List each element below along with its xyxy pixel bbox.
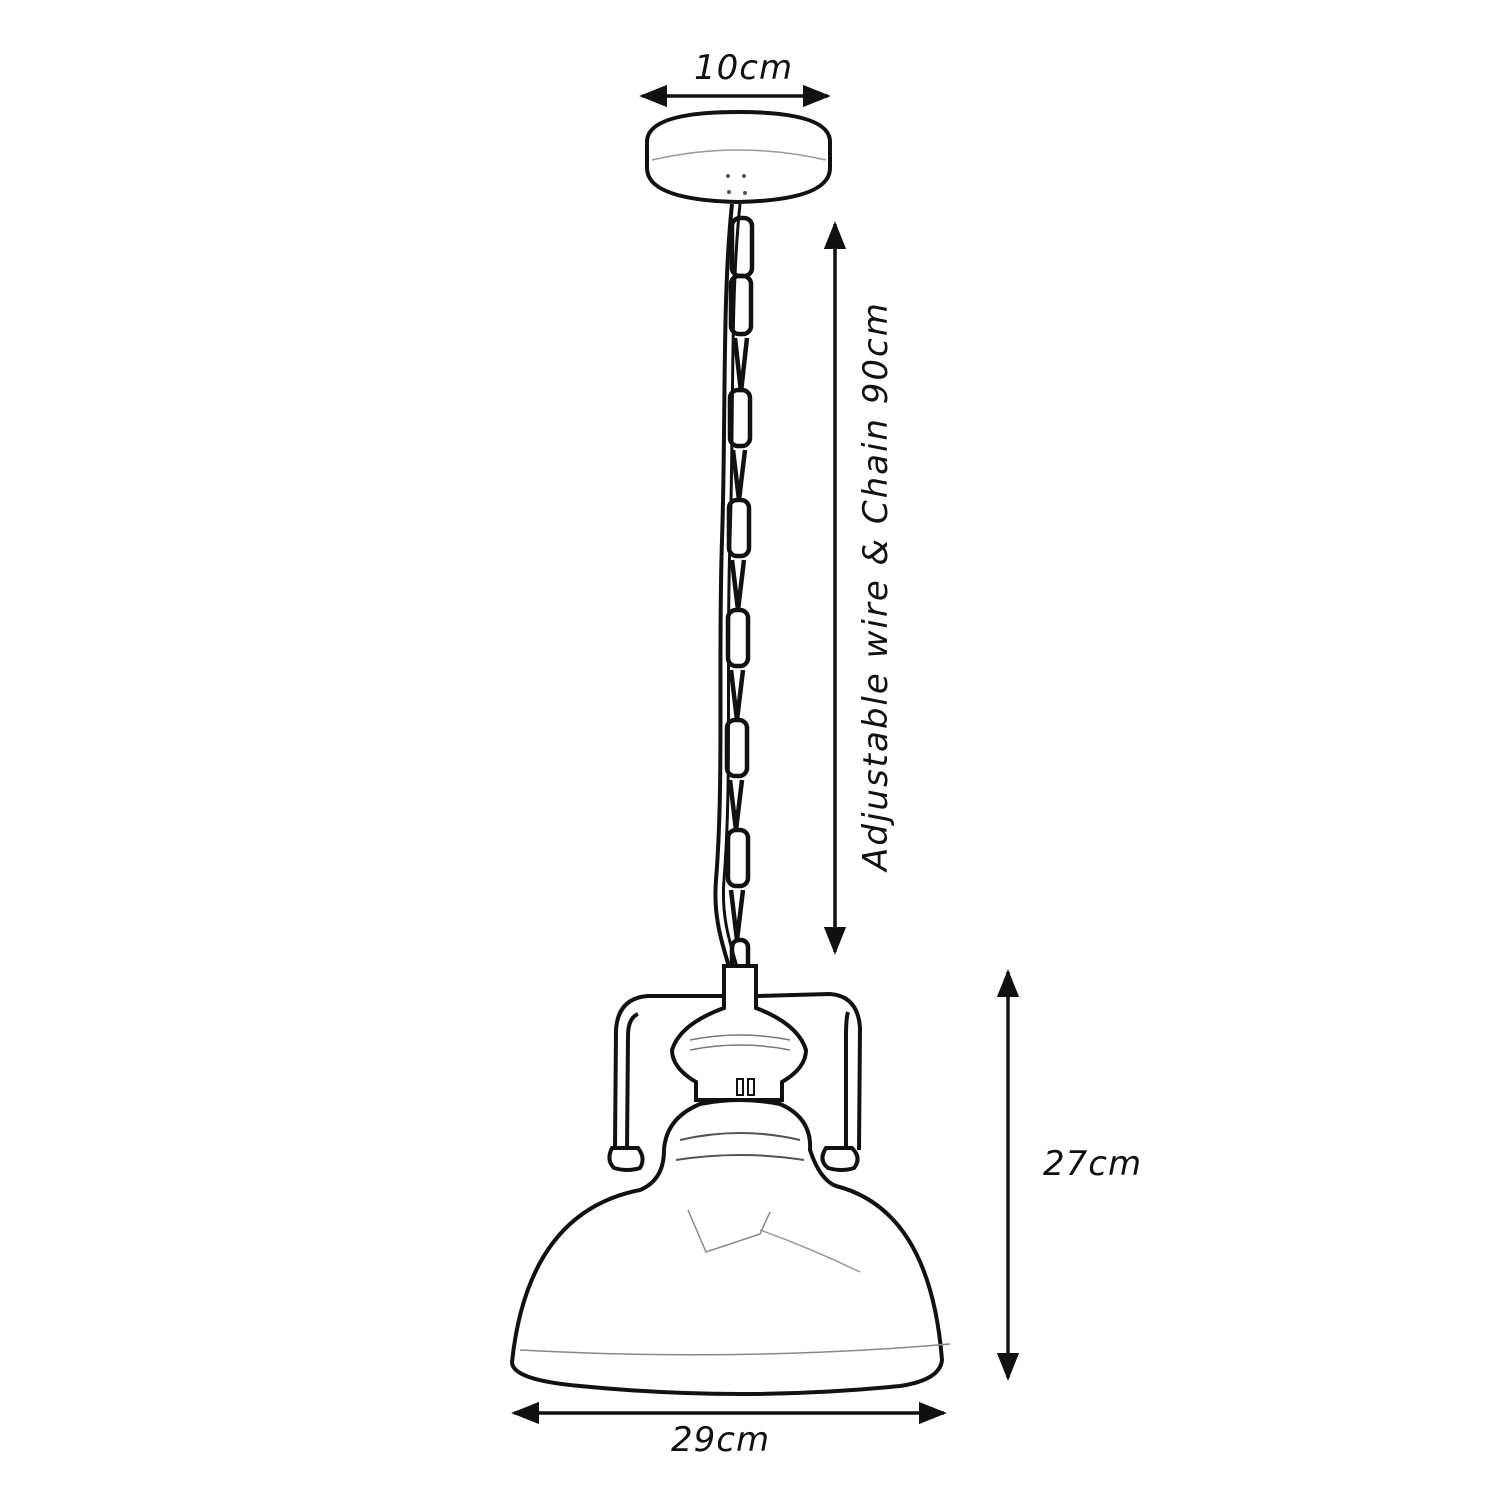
shade-width-label: 29cm — [671, 1420, 771, 1460]
canopy-width-label: 10cm — [694, 48, 794, 88]
dome-shade — [509, 1098, 951, 1396]
chain — [724, 215, 755, 985]
lamp-holder — [669, 964, 809, 1102]
shade-height-label: 27cm — [1043, 1144, 1143, 1184]
ceiling-canopy — [645, 109, 832, 205]
bracket-arms — [607, 991, 863, 1172]
wire-chain-length-label: Adjustable wire & Chain 90cm — [856, 301, 896, 871]
